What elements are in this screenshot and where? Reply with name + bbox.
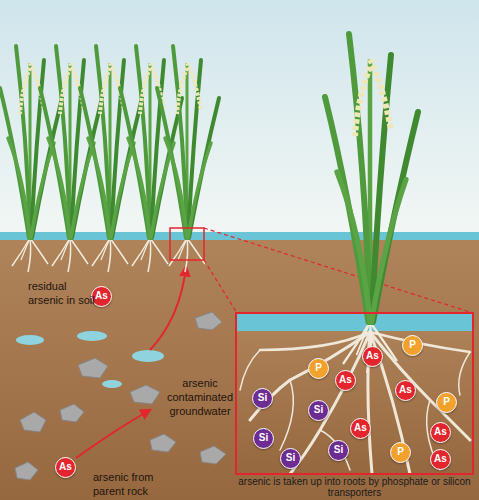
zoom-box bbox=[170, 228, 204, 260]
element-circle: Si bbox=[328, 440, 349, 461]
element-symbol: P bbox=[409, 336, 416, 354]
illustration-shape bbox=[370, 332, 470, 440]
element-symbol: Si bbox=[258, 389, 267, 407]
inset-soil bbox=[236, 313, 473, 474]
illustration-shape bbox=[130, 385, 160, 404]
element-symbol: As bbox=[354, 419, 367, 437]
element-symbol: As bbox=[59, 458, 72, 476]
zoom-line bbox=[204, 228, 473, 313]
rice-plant bbox=[80, 46, 142, 272]
illustration-shape bbox=[102, 380, 122, 388]
element-circle: As bbox=[55, 457, 76, 478]
element-circle: P bbox=[390, 442, 411, 463]
illustration-shape bbox=[20, 412, 46, 432]
rice-plant bbox=[157, 46, 219, 272]
rice-plant bbox=[40, 46, 102, 272]
element-circle: P bbox=[436, 392, 457, 413]
element-symbol: Si bbox=[286, 449, 295, 467]
illustration-shape bbox=[60, 404, 84, 422]
element-circle: P bbox=[308, 358, 329, 379]
illustration-shape bbox=[200, 446, 226, 464]
element-circle: P bbox=[402, 335, 423, 356]
annotation-label: arsenic contaminated groundwater bbox=[160, 376, 240, 418]
element-circle: As bbox=[335, 370, 356, 391]
illustration-shape bbox=[240, 350, 260, 390]
illustration-shape bbox=[280, 380, 293, 450]
uptake-arrow bbox=[76, 410, 150, 458]
element-symbol: As bbox=[434, 450, 447, 468]
illustration-shape bbox=[459, 352, 470, 395]
illustration-shape bbox=[195, 312, 222, 330]
element-symbol: Si bbox=[314, 401, 323, 419]
element-circle: As bbox=[430, 449, 451, 470]
element-circle: Si bbox=[308, 400, 329, 421]
inset-frame bbox=[236, 313, 473, 474]
element-circle: As bbox=[395, 380, 416, 401]
element-symbol: P bbox=[315, 359, 322, 377]
element-symbol: Si bbox=[334, 441, 343, 459]
inset-caption: arsenic is taken up into roots by phosph… bbox=[238, 476, 471, 498]
illustration-shape bbox=[250, 332, 370, 420]
roots bbox=[240, 332, 470, 474]
illustration-shape bbox=[150, 434, 176, 452]
groundwater bbox=[16, 331, 164, 388]
element-circle: Si bbox=[252, 388, 273, 409]
annotation-label: arsenic from parent rock bbox=[93, 470, 179, 498]
zoom-line bbox=[204, 260, 237, 313]
uptake-arrow bbox=[150, 267, 186, 350]
element-symbol: As bbox=[366, 347, 379, 365]
illustration-shape bbox=[77, 331, 107, 341]
illustration-shape bbox=[15, 462, 38, 480]
element-symbol: Si bbox=[259, 429, 268, 447]
element-circle: Si bbox=[253, 428, 274, 449]
element-circle: As bbox=[350, 418, 371, 439]
element-circle: As bbox=[362, 346, 383, 367]
rice-plant bbox=[0, 46, 62, 272]
illustration-shape bbox=[16, 335, 44, 345]
element-symbol: P bbox=[443, 393, 450, 411]
element-symbol: As bbox=[95, 287, 108, 305]
annotation-label: residual arsenic in soil bbox=[28, 279, 104, 307]
inset-water bbox=[236, 313, 473, 331]
element-symbol: As bbox=[339, 371, 352, 389]
element-symbol: As bbox=[399, 381, 412, 399]
soil bbox=[0, 238, 479, 500]
rice-plant bbox=[325, 34, 418, 373]
illustration-shape bbox=[132, 350, 164, 362]
element-symbol: As bbox=[434, 423, 447, 441]
illustration-shape bbox=[78, 358, 108, 378]
element-symbol: P bbox=[397, 443, 404, 461]
illustration-shape bbox=[320, 430, 350, 470]
element-circle: As bbox=[430, 422, 451, 443]
element-circle: Si bbox=[280, 448, 301, 469]
